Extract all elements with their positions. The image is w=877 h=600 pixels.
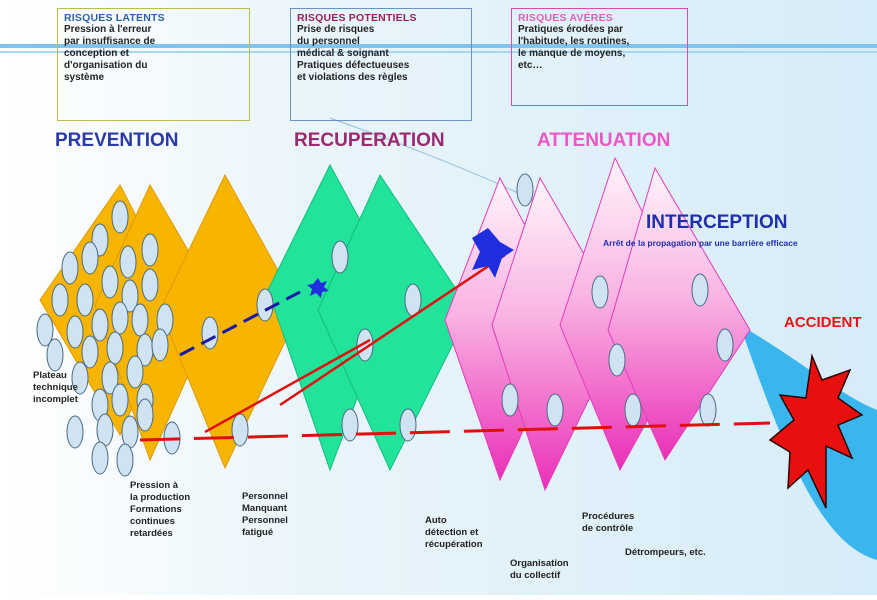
hole bbox=[131, 303, 149, 337]
hole bbox=[61, 251, 79, 285]
hole bbox=[608, 343, 626, 377]
hole bbox=[691, 273, 709, 307]
hole bbox=[151, 328, 169, 362]
label-pression: Pression à la production Formations cont… bbox=[130, 480, 191, 539]
header-rule-thin bbox=[0, 51, 877, 53]
hole bbox=[141, 268, 159, 302]
hole bbox=[121, 415, 139, 449]
hole bbox=[136, 398, 154, 432]
hole bbox=[81, 335, 99, 369]
risk-box-proven: RISQUES AVÉRES Pratiques érodées par l'h… bbox=[511, 8, 688, 106]
hole bbox=[36, 313, 54, 347]
trajectories bbox=[139, 228, 864, 509]
label-personnel: Personnel Manquant Personnel fatigué bbox=[242, 491, 288, 538]
hole bbox=[111, 200, 129, 234]
hole bbox=[121, 279, 139, 313]
interception-subtitle: Arrêt de la propagation par une barrière… bbox=[603, 238, 798, 248]
hole-group bbox=[36, 173, 734, 477]
trajectory-upper bbox=[279, 253, 506, 407]
hole bbox=[111, 301, 129, 335]
hole bbox=[699, 393, 717, 427]
hole bbox=[231, 413, 249, 447]
hole bbox=[716, 328, 734, 362]
header-rule bbox=[0, 44, 877, 48]
label-plateau: Plateau technique incomplet bbox=[33, 370, 78, 405]
hole bbox=[66, 415, 84, 449]
heading-recuperation: RECUPERATION bbox=[294, 130, 445, 151]
hole bbox=[331, 240, 349, 274]
hole bbox=[76, 283, 94, 317]
hole bbox=[71, 361, 89, 395]
label-auto: Auto détection et récupération bbox=[425, 515, 483, 550]
hole bbox=[399, 408, 417, 442]
risk-box-proven-title: RISQUES AVÉRES bbox=[518, 12, 613, 24]
hole bbox=[91, 308, 109, 342]
risk-box-proven-body: Pratiques érodées par l'habitude, les ro… bbox=[518, 24, 630, 71]
heading-interception: INTERCEPTION bbox=[646, 212, 788, 233]
prevention-layer-3 bbox=[159, 173, 301, 470]
risk-box-potential: RISQUES POTENTIELS Prise de risques du p… bbox=[290, 8, 472, 121]
hole bbox=[624, 393, 642, 427]
hole bbox=[101, 265, 119, 299]
hole bbox=[256, 288, 274, 322]
attenuation-layers bbox=[444, 156, 751, 492]
trajectory-diagonal bbox=[204, 338, 371, 434]
hole bbox=[91, 441, 109, 475]
hole bbox=[591, 275, 609, 309]
risk-box-latent: RISQUES LATENTS Pression à l'erreur par … bbox=[57, 8, 250, 121]
hole bbox=[201, 316, 219, 350]
attenuation-layer-4 bbox=[607, 166, 751, 462]
heading-attenuation: ATTENUATION bbox=[537, 130, 671, 151]
hole bbox=[81, 241, 99, 275]
risk-box-latent-title: RISQUES LATENTS bbox=[64, 12, 165, 24]
hole bbox=[51, 283, 69, 317]
label-organisation: Organisation du collectif bbox=[510, 558, 569, 581]
label-procedures: Procédures de contrôle bbox=[582, 511, 635, 534]
hole bbox=[111, 383, 129, 417]
hole bbox=[356, 328, 374, 362]
hole bbox=[501, 383, 519, 417]
hole bbox=[141, 233, 159, 267]
hole bbox=[116, 443, 134, 477]
arrow-burst-icon bbox=[472, 228, 514, 278]
blocked-burst-icon bbox=[307, 278, 329, 298]
hole bbox=[106, 331, 124, 365]
hole bbox=[516, 173, 534, 207]
risk-box-latent-body: Pression à l'erreur par insuffisance de … bbox=[64, 24, 156, 83]
label-detrompeurs: Détrompeurs, etc. bbox=[625, 547, 706, 558]
hole bbox=[46, 338, 64, 372]
trajectory-low bbox=[139, 421, 771, 442]
hole bbox=[119, 245, 137, 279]
heading-prevention: PREVENTION bbox=[55, 130, 179, 151]
hole bbox=[66, 315, 84, 349]
hole bbox=[546, 393, 564, 427]
hole bbox=[341, 408, 359, 442]
risk-box-potential-title: RISQUES POTENTIELS bbox=[297, 12, 417, 24]
heading-accident: ACCIDENT bbox=[784, 314, 862, 331]
hole bbox=[126, 355, 144, 389]
accident-burst-icon bbox=[768, 353, 864, 509]
hole bbox=[96, 413, 114, 447]
risk-box-potential-body: Prise de risques du personnel médical & … bbox=[297, 24, 410, 83]
hole bbox=[101, 361, 119, 395]
